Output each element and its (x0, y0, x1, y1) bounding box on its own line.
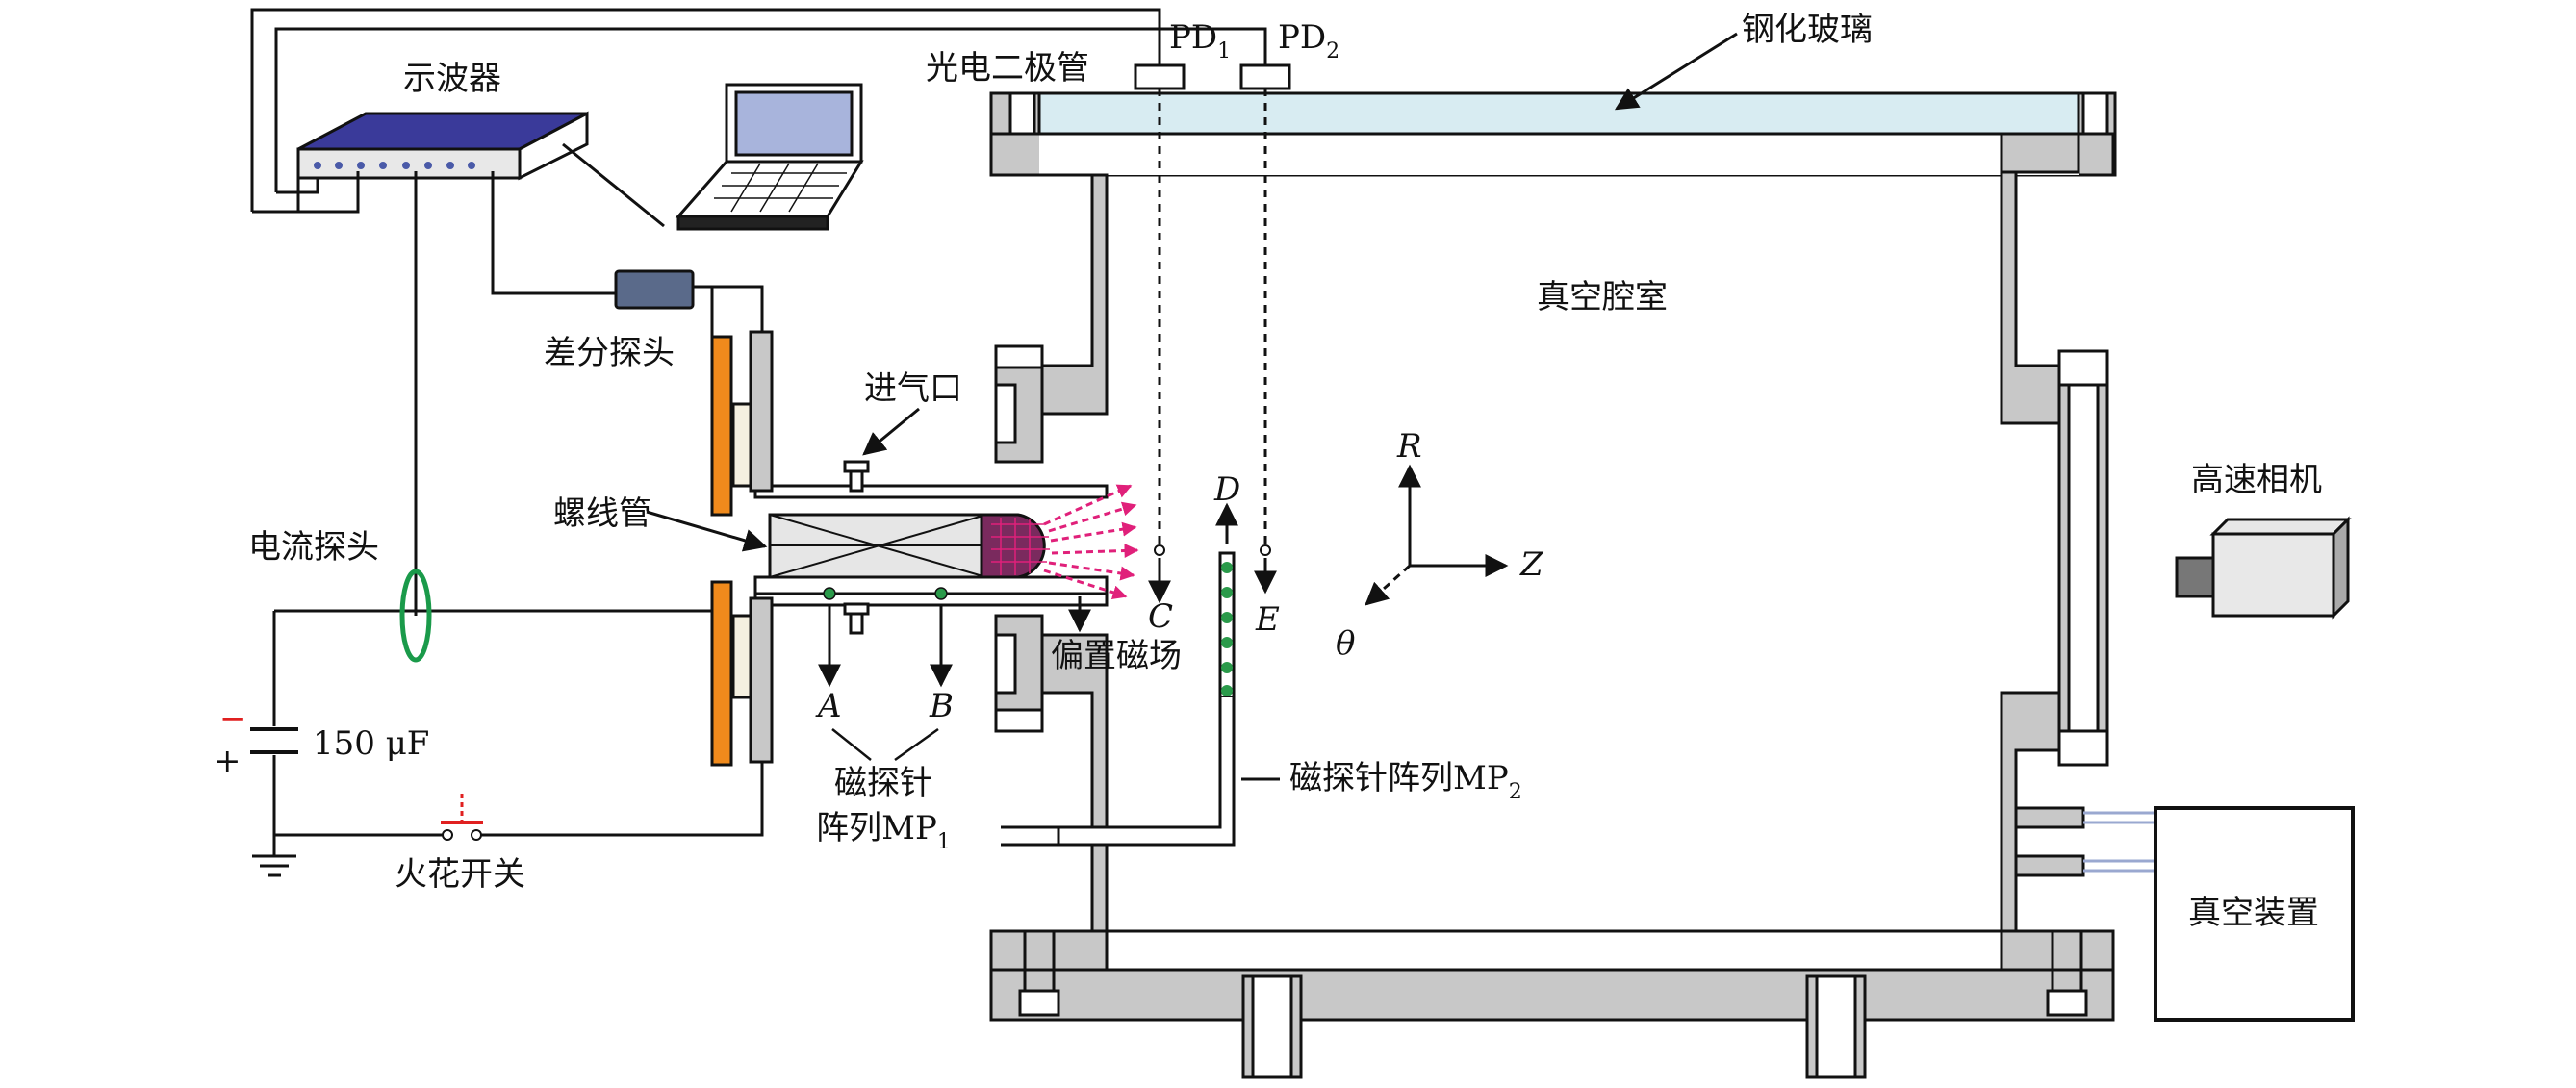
plasma-grid (991, 518, 1050, 575)
vacuum-chamber-label: 真空腔室 (1537, 278, 1668, 316)
mp1-label-line1: 磁探针 (834, 764, 932, 802)
bias-field-label: 偏置磁场 (1051, 637, 1182, 675)
point-c-label: C (1148, 597, 1173, 636)
capacitor-minus-sign: − (219, 699, 247, 738)
tempered-glass-label: 钢化玻璃 (1742, 11, 1873, 49)
point-e-label: E (1255, 600, 1280, 639)
differential-probe-box (614, 269, 695, 310)
oscilloscope-ports (314, 162, 475, 169)
gas-inlet-label: 进气口 (864, 369, 962, 408)
upper-electrode (710, 335, 733, 517)
current-probe-label: 电流探头 (248, 528, 379, 567)
axis-theta-label: θ (1336, 624, 1355, 663)
tempered-glass (989, 91, 2115, 136)
gas-inlet-fitting (843, 460, 870, 635)
current-probe-ring (399, 569, 432, 663)
wiring (250, 8, 1267, 856)
laptop-icon (675, 83, 864, 231)
photodiode-pd2 (1239, 63, 1291, 90)
ground-icon (252, 854, 296, 877)
glass-pointer-arrow (1614, 32, 1738, 111)
electrodes (710, 330, 774, 767)
oscilloscope-icon (296, 111, 589, 181)
high-speed-camera-icon (2175, 516, 2352, 620)
plasma-gun (753, 484, 1109, 607)
lower-electrode (710, 580, 733, 767)
pd2-label: PD2 (1278, 18, 1339, 63)
plasma-jets (1043, 484, 1139, 600)
diff-probe-label: 差分探头 (544, 334, 675, 372)
oscilloscope-label: 示波器 (403, 60, 501, 98)
mp2-probe-array (1057, 551, 1236, 847)
axis-z-label: Z (1519, 545, 1544, 584)
axis-r-label: R (1396, 427, 1422, 466)
spark-switch-icon (441, 794, 483, 841)
photodiode-label: 光电二极管 (926, 49, 1089, 88)
point-a-label: A (815, 687, 842, 725)
vacuum-device-box (2154, 806, 2355, 1022)
photodiode-pd1 (1134, 63, 1186, 90)
point-b-label: B (929, 687, 954, 725)
capacitor-symbol (250, 727, 298, 754)
pd1-label: PD1 (1169, 18, 1231, 63)
vacuum-lines (2083, 811, 2155, 873)
capacitor-label: 150 μF (313, 724, 429, 763)
solenoid-label: 螺线管 (553, 494, 651, 533)
vacuum-device-label: 真空装置 (2188, 894, 2319, 932)
vacuum-chamber (989, 91, 2117, 1079)
spark-switch-label: 火花开关 (395, 855, 525, 894)
coordinate-axes (1365, 464, 1509, 606)
point-d-label: D (1213, 470, 1240, 509)
camera-label: 高速相机 (2191, 461, 2322, 499)
capacitor-plus-sign: + (214, 742, 242, 780)
mp2-label: 磁探针阵列MP2 (1289, 759, 1522, 804)
mp1-label-line2: 阵列MP1 (816, 809, 951, 854)
